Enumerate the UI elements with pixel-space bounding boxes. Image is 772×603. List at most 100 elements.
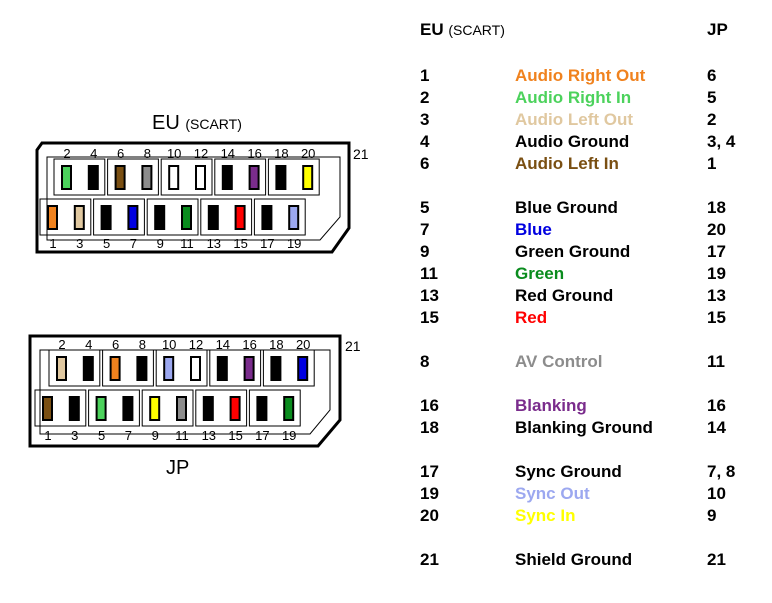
jp-top-pin-group <box>209 349 262 387</box>
jp-pin-16 <box>245 358 253 379</box>
signal-name-cell: Green Ground <box>515 242 631 261</box>
jp-pin-cell: 13 <box>707 286 726 305</box>
eu-top-pin-group <box>53 158 106 196</box>
signal-name-cell: Blue <box>515 220 552 239</box>
eu-pin-number: 11 <box>180 236 194 251</box>
jp-pin-19 <box>285 398 293 419</box>
signal-name-cell: Sync In <box>515 506 576 525</box>
jp-pin-cell: 1 <box>707 154 717 173</box>
jp-pin-17 <box>258 398 266 419</box>
signal-name-cell: Audio Left Out <box>515 110 634 129</box>
jp-pin-number: 18 <box>269 337 284 352</box>
jp-pin-number: 16 <box>242 337 257 352</box>
signal-name-cell: Red <box>515 308 548 327</box>
eu-pin-cell: 9 <box>420 242 430 261</box>
table-header-jp: JP <box>707 20 728 39</box>
eu-pin-number: 8 <box>143 146 151 161</box>
jp-pin-2 <box>58 358 65 379</box>
eu-pin-2 <box>63 167 70 188</box>
jp-pin-14 <box>218 358 226 379</box>
eu-pin-18 <box>277 167 285 188</box>
eu-pin-cell: 2 <box>420 88 430 107</box>
eu-pin-number: 16 <box>247 146 262 161</box>
jp-pins <box>34 349 315 427</box>
jp-pin-cell: 21 <box>707 550 726 569</box>
eu-pin-20 <box>304 167 312 188</box>
eu-pin-cell: 19 <box>420 484 439 503</box>
jp-pin-cell: 18 <box>707 198 726 217</box>
jp-pin-number: 12 <box>188 337 204 352</box>
table-header-eu-label: EU <box>420 20 444 39</box>
eu-pin-cell: 6 <box>420 154 430 173</box>
eu-pin-number: 19 <box>286 236 302 251</box>
jp-pin-10 <box>165 358 173 379</box>
jp-top-pin-group <box>102 349 154 387</box>
signal-name-cell: AV Control <box>515 352 603 371</box>
eu-pin-cell: 15 <box>420 308 439 327</box>
jp-pin-15 <box>231 398 239 419</box>
jp-pin-cell: 6 <box>707 66 717 85</box>
jp-pin-4 <box>84 358 92 379</box>
jp-pin-number: 15 <box>228 428 243 443</box>
eu-pin-cell: 20 <box>420 506 439 525</box>
eu-pin-17 <box>263 207 271 228</box>
eu-pin-3 <box>75 207 83 228</box>
jp-top-pin-group <box>48 349 101 387</box>
eu-pin-number: 18 <box>274 146 289 161</box>
table-header-eu: EU (SCART) <box>420 20 505 40</box>
jp-pin-18 <box>272 358 280 379</box>
eu-sublabel: (SCART) <box>185 116 242 132</box>
eu-pin-cell: 5 <box>420 198 430 217</box>
eu-pin-7 <box>129 207 137 228</box>
jp-pin-cell: 14 <box>707 418 726 437</box>
jp-bottom-pin-group <box>34 389 87 427</box>
signal-name-cell: Green <box>515 264 565 283</box>
signal-name-cell: Shield Ground <box>515 550 633 569</box>
jp-pin-11 <box>178 398 185 419</box>
signal-name-cell: Audio Left In <box>515 154 619 173</box>
jp-bottom-pin-group <box>88 389 140 427</box>
eu-bottom-pin-group <box>146 198 199 236</box>
eu-top-pin-group <box>267 158 320 196</box>
signal-name-cell: Red Ground <box>515 286 614 305</box>
eu-pin-cell: 3 <box>420 110 430 129</box>
eu-pin-5 <box>102 207 110 228</box>
eu-bottom-pin-group <box>39 198 92 236</box>
eu-pin-cell: 7 <box>420 220 430 239</box>
signal-name-cell: Blanking <box>515 396 587 415</box>
eu-pin-14 <box>223 167 231 188</box>
jp-pin-9 <box>151 398 159 419</box>
jp-pin-number: 6 <box>111 337 120 352</box>
jp-top-pin-group <box>262 349 315 387</box>
eu-pin-number: 7 <box>129 236 137 251</box>
eu-pin-number: 12 <box>193 146 209 161</box>
jp-pin-cell: 3, 4 <box>707 132 736 151</box>
jp-pin-20 <box>299 358 307 379</box>
eu-pin-cell: 17 <box>420 462 439 481</box>
eu-pin-number: 15 <box>233 236 248 251</box>
jp-pin-number: 7 <box>124 428 132 443</box>
eu-pin-cell: 4 <box>420 132 430 151</box>
eu-pin-number: 5 <box>102 236 111 251</box>
jp-bottom-pin-group <box>248 389 301 427</box>
jp-pin-5 <box>97 398 105 419</box>
jp-pin-12 <box>192 358 199 379</box>
eu-pin-cell: 8 <box>420 352 430 371</box>
jp-pin-cell: 7, 8 <box>707 462 736 481</box>
jp-pin-cell: 2 <box>707 110 717 129</box>
eu-pin-15 <box>236 207 244 228</box>
signal-name-cell: Sync Out <box>515 484 590 503</box>
eu-pin-cell: 16 <box>420 396 439 415</box>
eu-top-pin-group <box>214 158 267 196</box>
jp-pin-7 <box>124 398 132 419</box>
jp-pin-number: 5 <box>97 428 106 443</box>
jp-pin-number: 17 <box>255 428 270 443</box>
jp-pin-1 <box>44 398 51 419</box>
eu-label: EU <box>152 112 180 134</box>
jp-pin-number: 13 <box>201 428 217 443</box>
eu-pin-8 <box>143 167 151 188</box>
jp-pin-cell: 10 <box>707 484 726 503</box>
eu-pin-19 <box>290 207 298 228</box>
eu-pin-13 <box>209 207 217 228</box>
